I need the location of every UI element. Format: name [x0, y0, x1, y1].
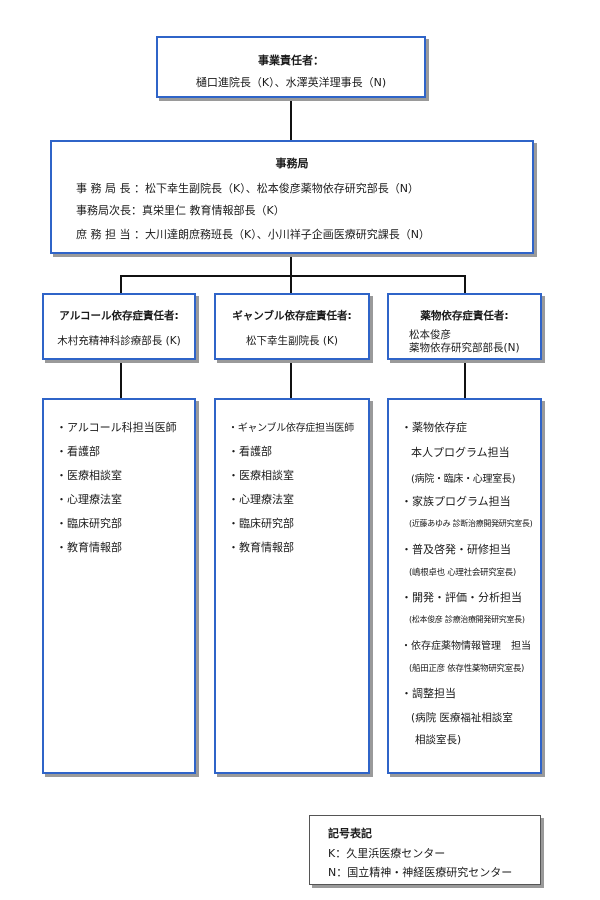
connector-mid-down	[290, 360, 292, 398]
list-item-note: (松本俊彦 診療治療開発研究室長)	[409, 615, 525, 624]
list-item: 本人プログラム担当	[411, 446, 510, 459]
legend-k: K：久里浜医療センター	[328, 847, 446, 860]
list-item-note: (近藤あゆみ 診断治療開発研究室長)	[409, 519, 533, 528]
list-item: ・教育情報部	[228, 541, 294, 554]
connector-left-drop	[120, 275, 122, 293]
list-item: ・薬物依存症	[401, 421, 467, 434]
drug-leader-person-title: 薬物依存研究部部長(N)	[409, 342, 520, 354]
project-leader-title: 事業責任者：	[258, 54, 324, 67]
gambling-departments-box: ・ギャンブル依存症担当医師 ・看護部 ・医療相談室 ・心理療法室 ・臨床研究部 …	[214, 398, 370, 774]
list-item: ・調整担当	[401, 687, 456, 700]
list-item-note: (嶋根卓也 心理社会研究室長)	[409, 568, 516, 578]
list-item: ・教育情報部	[56, 541, 122, 554]
gambling-leader-box: ギャンブル依存症責任者: 松下幸生副院長 (K)	[214, 293, 370, 360]
project-leader-members: 樋口進院長（K）、水澤英洋理事長（N)	[195, 76, 387, 89]
list-item: ・心理療法室	[56, 493, 122, 506]
secretariat-box: 事務局 事 務 局 長 ：松下幸生副院長（K）、松本俊彦薬物依存研究部長（N） …	[50, 140, 534, 254]
drug-departments-box: ・薬物依存症 本人プログラム担当 (病院・臨床・心理室長) ・家族プログラム担当…	[387, 398, 542, 774]
list-item-note: (病院・臨床・心理室長)	[411, 474, 516, 485]
list-item: ・医療相談室	[228, 469, 294, 482]
alcohol-leader-person: 木村充精神科診療部長 (K)	[57, 335, 181, 347]
alcohol-departments-box: ・アルコール科担当医師 ・看護部 ・医療相談室 ・心理療法室 ・臨床研究部 ・教…	[42, 398, 196, 774]
drug-leader-person-name: 松本俊彦	[409, 329, 451, 341]
list-item: ・ギャンブル依存症担当医師	[228, 423, 354, 434]
secretariat-row-deputy: 事務局次長：真栄里仁 教育情報部長（K）	[76, 204, 285, 217]
connector-horizontal	[120, 275, 466, 277]
list-item: ・臨床研究部	[56, 517, 122, 530]
secretariat-title: 事務局	[275, 157, 309, 170]
list-item: ・アルコール科担当医師	[56, 421, 177, 434]
legend-box: 記号表記 K：久里浜医療センター N：国立精神・神経医療研究センター	[309, 815, 541, 885]
list-item: ・開発・評価・分析担当	[401, 591, 522, 604]
list-item: ・医療相談室	[56, 469, 122, 482]
list-item: ・看護部	[56, 445, 100, 458]
connector-top-office	[290, 98, 292, 140]
list-item: ・普及啓発・研修担当	[401, 543, 511, 556]
alcohol-leader-box: アルコール依存症責任者: 木村充精神科診療部長 (K)	[42, 293, 196, 360]
connector-right-down	[464, 360, 466, 398]
alcohol-leader-title: アルコール依存症責任者:	[59, 310, 179, 322]
legend-title: 記号表記	[328, 827, 372, 840]
list-item-note: 相談室長)	[415, 734, 462, 746]
list-item: ・臨床研究部	[228, 517, 294, 530]
list-item: ・依存症薬物情報管理 担当	[401, 641, 531, 652]
connector-mid-drop	[290, 275, 292, 293]
drug-leader-box: 薬物依存症責任者: 松本俊彦 薬物依存研究部部長(N)	[387, 293, 542, 360]
project-leader-box: 事業責任者： 樋口進院長（K）、水澤英洋理事長（N)	[156, 36, 426, 98]
gambling-leader-title: ギャンブル依存症責任者:	[232, 310, 352, 322]
list-item: ・心理療法室	[228, 493, 294, 506]
connector-office-branch	[290, 254, 292, 276]
connector-left-down	[120, 360, 122, 398]
drug-leader-title: 薬物依存症責任者:	[420, 310, 509, 322]
gambling-leader-person: 松下幸生副院長 (K)	[246, 335, 338, 347]
connector-right-drop	[464, 275, 466, 293]
list-item: ・家族プログラム担当	[401, 495, 511, 508]
list-item: ・看護部	[228, 445, 272, 458]
list-item-note: (病院 医療福祉相談室	[411, 712, 513, 724]
secretariat-row-general: 庶 務 担 当 ：大川達朗庶務班長（K）、小川祥子企画医療研究課長（N）	[76, 228, 430, 241]
legend-n: N：国立精神・神経医療研究センター	[328, 866, 513, 879]
secretariat-row-head: 事 務 局 長 ：松下幸生副院長（K）、松本俊彦薬物依存研究部長（N）	[76, 182, 419, 195]
list-item-note: (船田正彦 依存性薬物研究室長)	[409, 664, 525, 674]
